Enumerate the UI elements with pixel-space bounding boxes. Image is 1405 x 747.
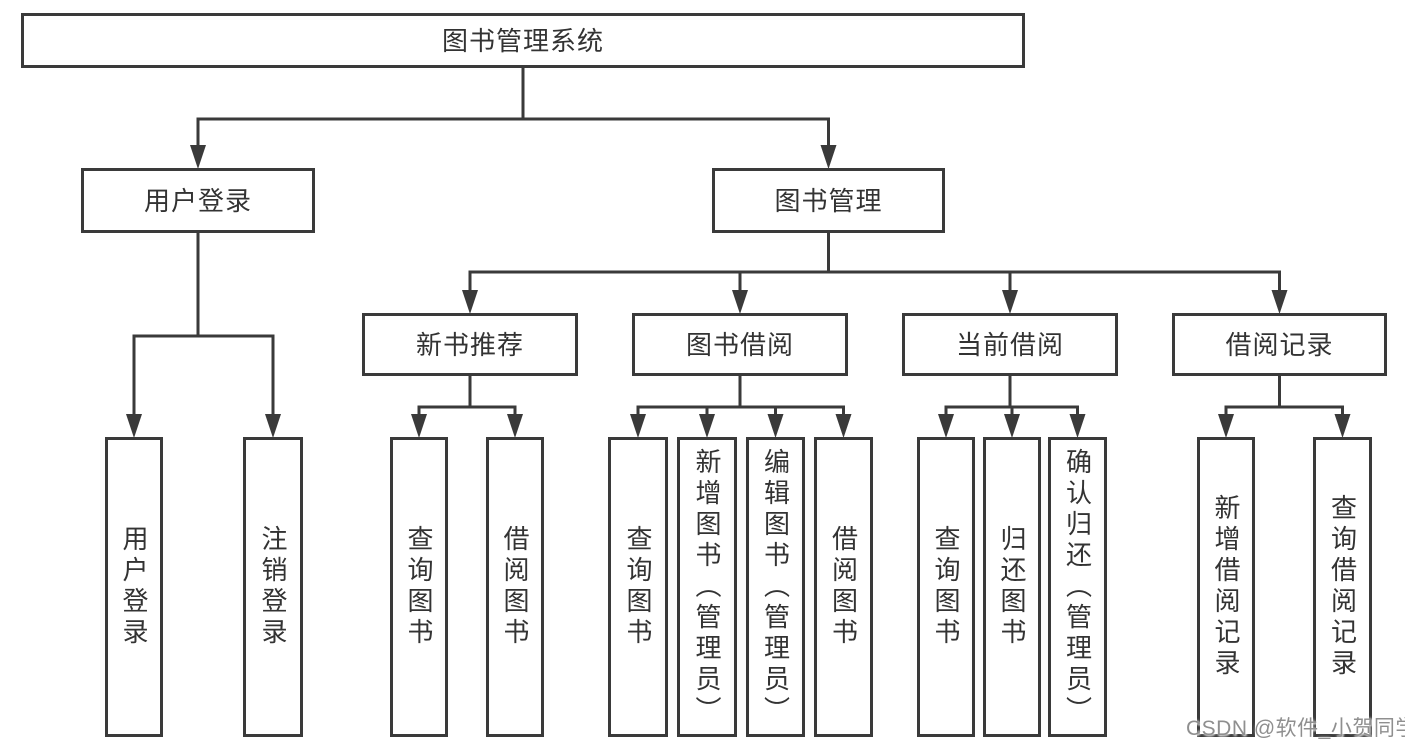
arrowhead-icon <box>732 290 748 314</box>
node-label: 图书借阅 <box>685 329 794 360</box>
arrowhead-icon <box>126 414 142 438</box>
node-label: 用户登录 <box>119 525 149 649</box>
node-label: 用户登录 <box>143 185 252 216</box>
node-label: 查询图书 <box>623 525 653 649</box>
node-label: 借阅记录 <box>1225 329 1334 360</box>
arrowhead-icon <box>1002 290 1018 314</box>
arrowhead-icon <box>1271 290 1288 314</box>
node-edit-books-admin-leaf: 编辑图书（管理员） <box>746 437 805 737</box>
node-label: 借阅图书 <box>828 525 859 649</box>
node-label: 编辑图书（管理员） <box>760 447 791 727</box>
node-label: 新书推荐 <box>415 329 524 360</box>
node-label: 查询图书 <box>931 525 961 649</box>
arrowhead-icon <box>820 145 837 169</box>
node-label: 新增图书（管理员） <box>692 447 722 727</box>
node-confirm-return-admin-leaf: 确认归还（管理员） <box>1048 437 1107 737</box>
arrowhead-icon <box>938 414 954 438</box>
node-query-borrow-record-leaf: 查询借阅记录 <box>1313 437 1372 737</box>
arrowhead-icon <box>1218 414 1234 438</box>
node-label: 注销登录 <box>258 525 288 649</box>
node-label: 新增借阅记录 <box>1211 494 1241 680</box>
arrowhead-icon <box>767 414 784 438</box>
node-return-books-leaf: 归还图书 <box>983 437 1041 737</box>
node-add-borrow-record-leaf: 新增借阅记录 <box>1197 437 1255 737</box>
node-query-books-leaf: 查询图书 <box>390 437 448 737</box>
node-label: 查询借阅记录 <box>1327 494 1358 680</box>
node-label: 图书管理 <box>774 185 883 216</box>
arrowhead-icon <box>411 414 427 438</box>
node-label: 图书管理系统 <box>441 25 604 56</box>
node-label: 归还图书 <box>997 525 1027 649</box>
node-logout-leaf: 注销登录 <box>243 437 303 737</box>
node-label: 确认归还（管理员） <box>1062 447 1093 727</box>
arrowhead-icon <box>265 414 281 438</box>
node-library-management-system: 图书管理系统 <box>21 13 1025 68</box>
node-new-book-recommend: 新书推荐 <box>362 313 578 376</box>
node-query-books-leaf: 查询图书 <box>608 437 668 737</box>
node-borrowing-records: 借阅记录 <box>1172 313 1387 376</box>
arrowhead-icon <box>1069 414 1086 438</box>
arrowhead-icon <box>699 414 715 438</box>
arrowhead-icon <box>1004 414 1020 438</box>
node-label: 当前借阅 <box>955 329 1064 360</box>
node-label: 查询图书 <box>404 525 434 649</box>
node-current-borrowing: 当前借阅 <box>902 313 1118 376</box>
node-borrow-books-leaf: 借阅图书 <box>814 437 873 737</box>
node-book-borrowing: 图书借阅 <box>632 313 848 376</box>
arrowhead-icon <box>630 414 646 438</box>
node-borrow-books-leaf: 借阅图书 <box>486 437 544 737</box>
node-label: 借阅图书 <box>500 525 530 649</box>
arrowhead-icon <box>835 414 852 438</box>
node-add-books-admin-leaf: 新增图书（管理员） <box>677 437 737 737</box>
node-book-management: 图书管理 <box>712 168 945 233</box>
arrowhead-icon <box>462 290 478 314</box>
node-query-books-leaf: 查询图书 <box>917 437 975 737</box>
arrowhead-icon <box>507 414 523 438</box>
arrowhead-icon <box>190 145 206 169</box>
arrowhead-icon <box>1334 414 1351 438</box>
node-user-login-leaf: 用户登录 <box>105 437 163 737</box>
watermark: CSDN @软件_小贺同学 <box>1186 717 1405 740</box>
node-user-login: 用户登录 <box>81 168 315 233</box>
